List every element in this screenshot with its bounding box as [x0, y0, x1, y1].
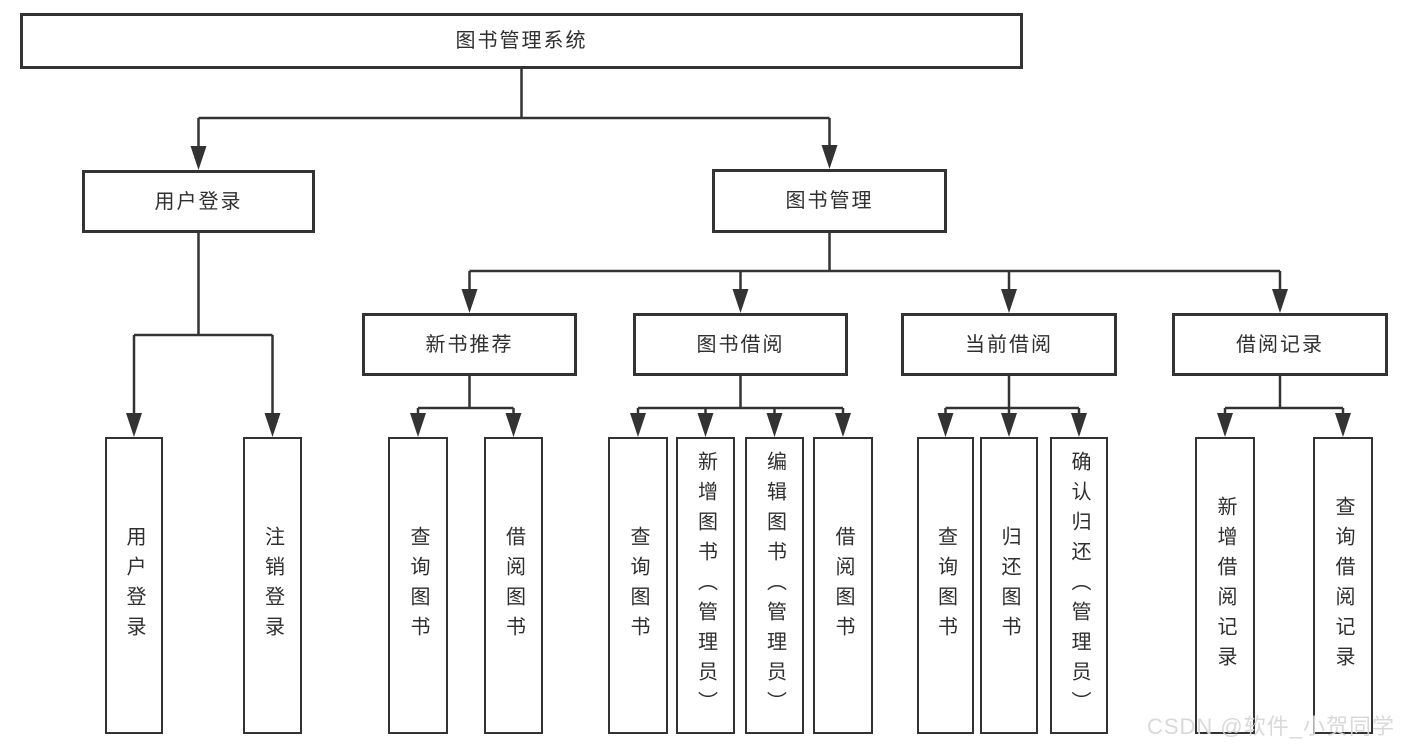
leaf-query-books-borrowing: 查询图书 [608, 437, 668, 734]
node-new-book-recommendation: 新书推荐 [362, 313, 577, 376]
node-root-library-system: 图书管理系统 [20, 13, 1023, 69]
leaf-borrow-books-borrowing: 借阅图书 [813, 437, 873, 734]
leaf-query-books-current: 查询图书 [917, 437, 974, 734]
leaf-logout: 注销登录 [243, 437, 302, 734]
leaf-user-login: 用户登录 [105, 437, 163, 734]
node-current-borrowing: 当前借阅 [901, 313, 1117, 376]
leaf-edit-books-admin: 编辑图书（管理员） [745, 437, 804, 734]
leaf-add-borrowing-record: 新增借阅记录 [1195, 437, 1255, 734]
arrowheads [126, 145, 1351, 437]
node-book-borrowing: 图书借阅 [633, 313, 848, 376]
node-borrowing-records: 借阅记录 [1172, 313, 1388, 376]
csdn-watermark: CSDN @软件_小贺同学 [1146, 714, 1395, 739]
leaf-confirm-return-admin: 确认归还（管理员） [1050, 437, 1108, 734]
leaf-return-books: 归还图书 [980, 437, 1038, 734]
node-user-login: 用户登录 [82, 170, 315, 233]
leaf-add-books-admin: 新增图书（管理员） [676, 437, 735, 734]
leaf-query-borrowing-record: 查询借阅记录 [1313, 437, 1373, 734]
leaf-borrow-books-recommendation: 借阅图书 [484, 437, 543, 734]
node-book-management: 图书管理 [712, 169, 947, 233]
leaf-query-books-recommendation: 查询图书 [388, 437, 448, 734]
